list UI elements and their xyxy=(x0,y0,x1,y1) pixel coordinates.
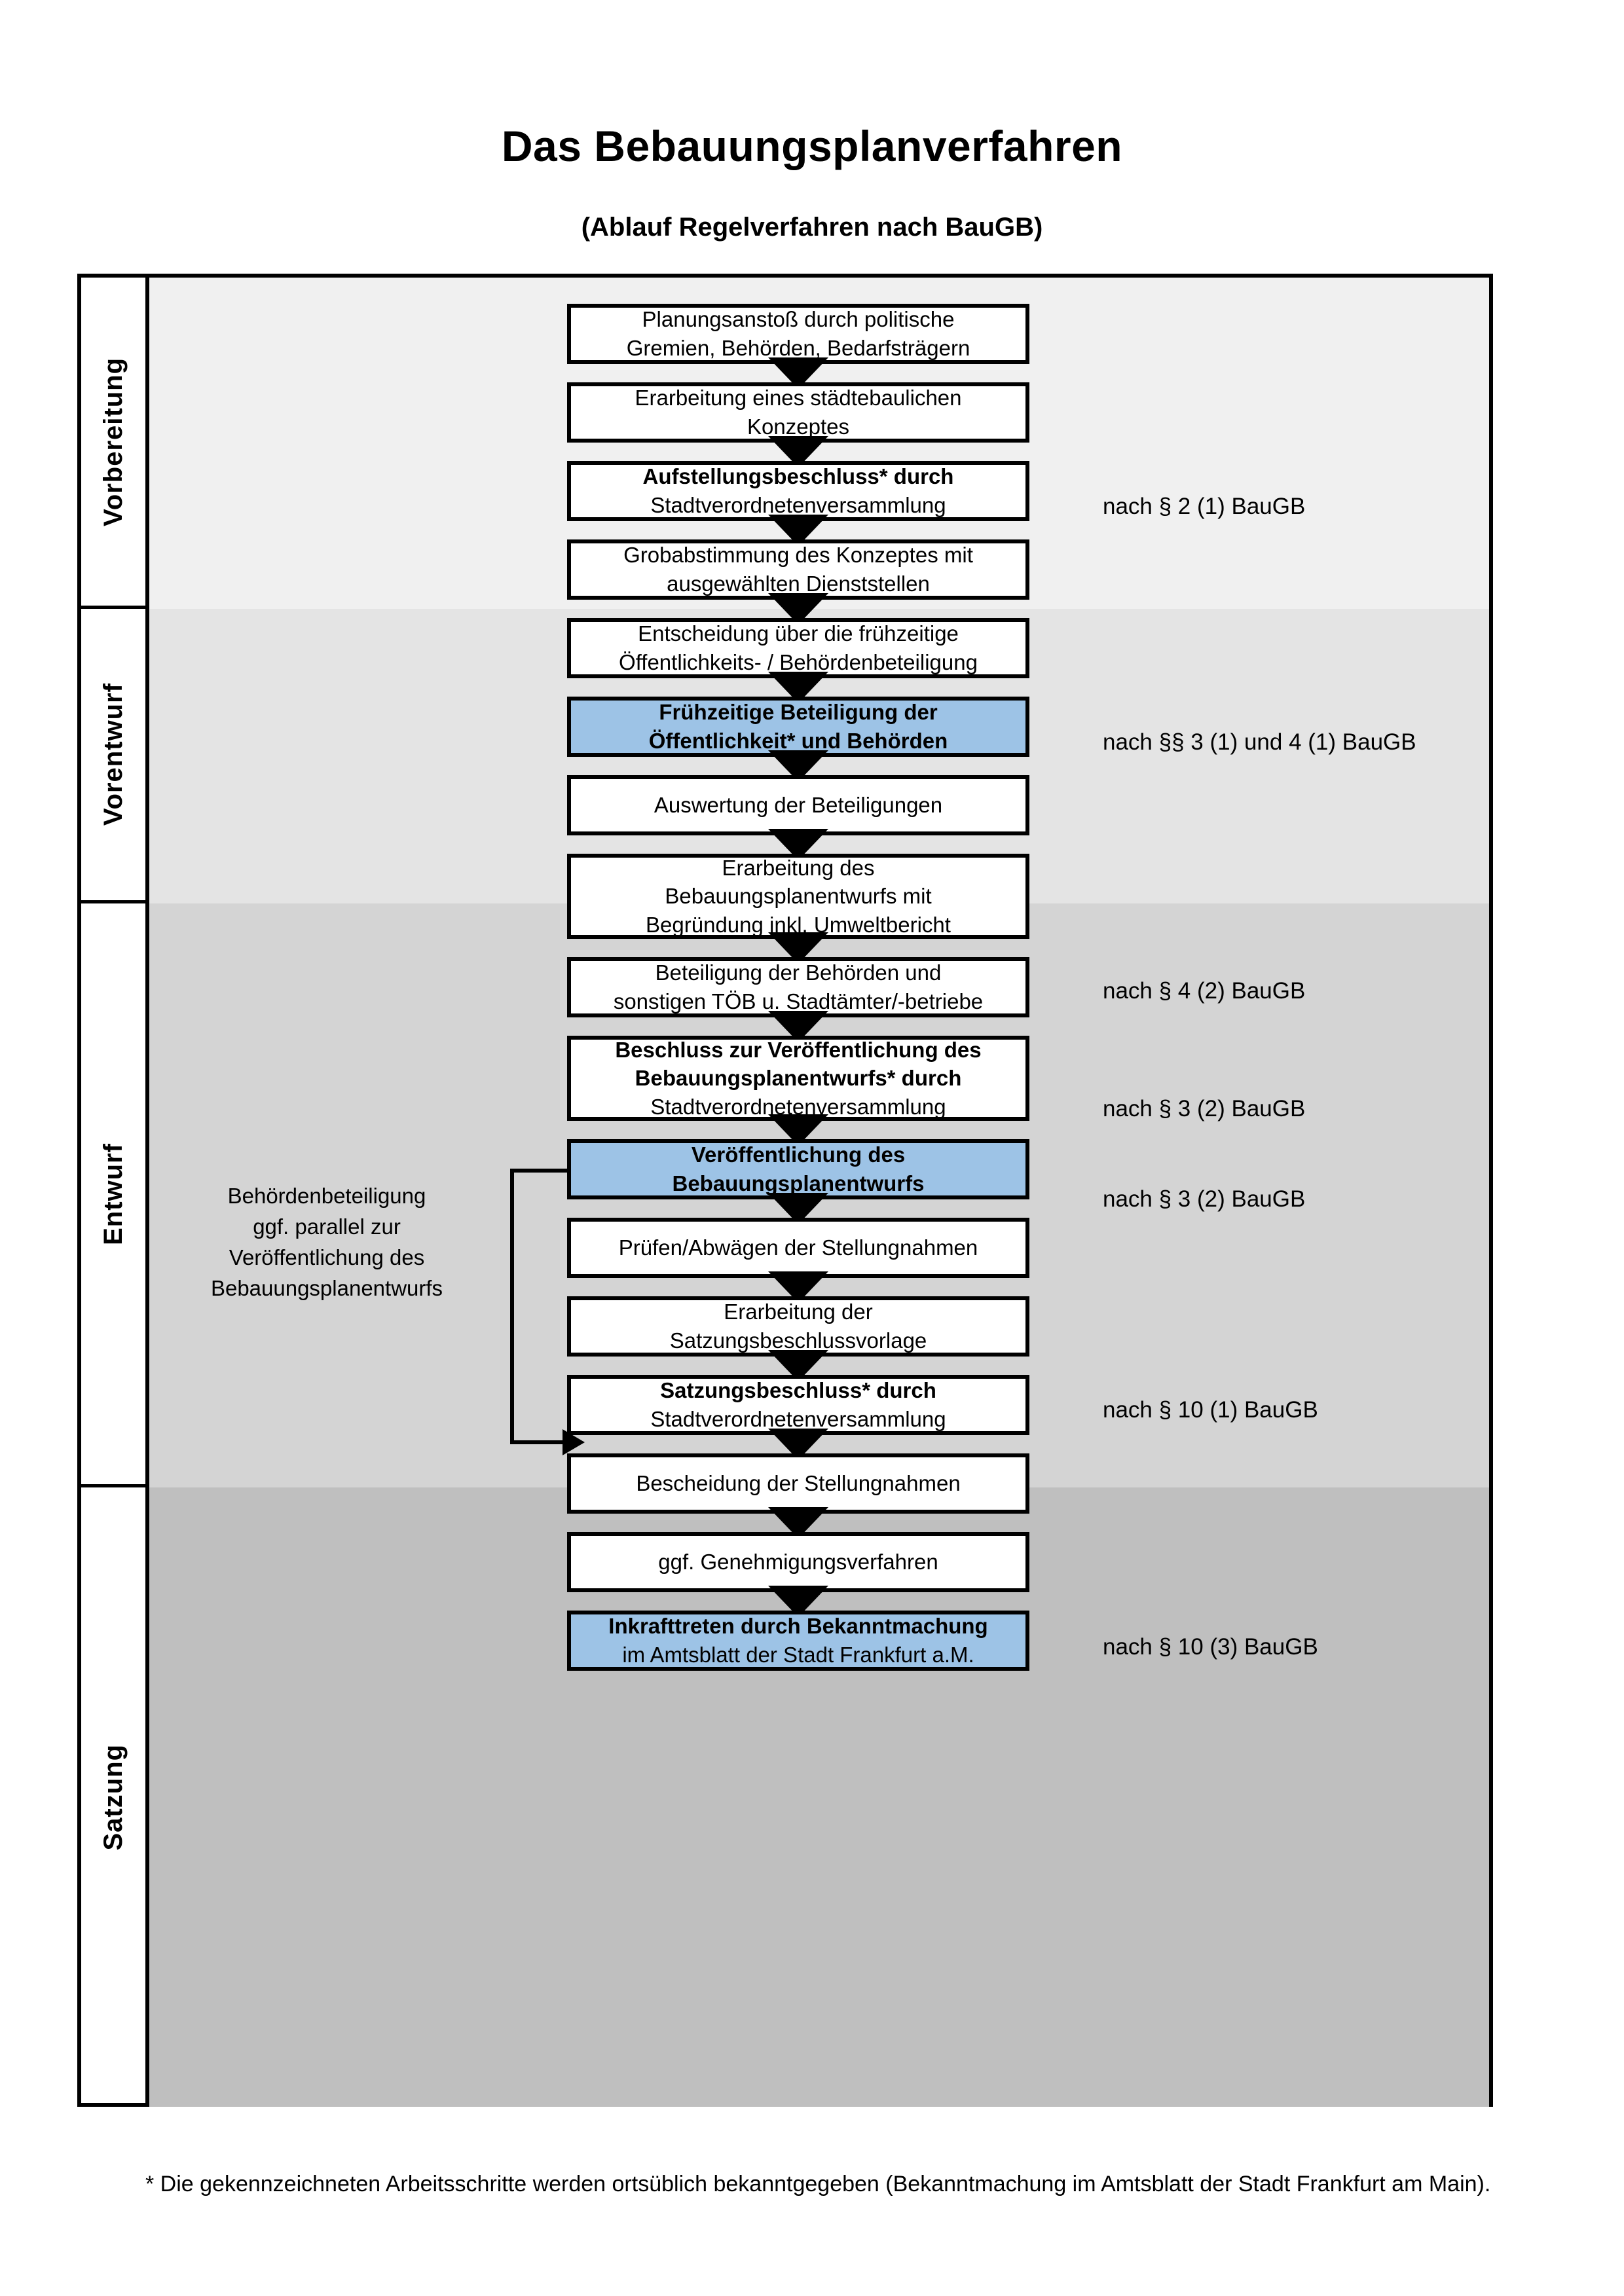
page-title: Das Bebauungsplanverfahren xyxy=(501,122,1123,170)
legal-ref-par3-1-4-1: nach §§ 3 (1) und 4 (1) BauGB xyxy=(1103,729,1416,755)
flow-step-line: Aufstellungsbeschluss* durch xyxy=(643,462,954,491)
footnote-text: * Die gekennzeichneten Arbeitsschritte w… xyxy=(145,2172,1491,2196)
flow-step-line: Satzungsbeschlussvorlage xyxy=(669,1328,927,1353)
phase-label-text: Vorbereitung xyxy=(98,357,128,526)
flow-step-line: Erarbeitung des xyxy=(722,855,875,880)
legal-ref-par3-2-veroeffentlichung: nach § 3 (2) BauGB xyxy=(1103,1186,1306,1212)
flow-step-grobabstimmung[interactable]: Grobabstimmung des Konzeptes mit ausgewä… xyxy=(567,539,1029,600)
legal-ref-par4-2: nach § 4 (2) BauGB xyxy=(1103,978,1306,1004)
flow-step-line: sonstigen TÖB u. Stadtämter/-betriebe xyxy=(613,989,984,1013)
flow-step-line-bold: Bebauungsplanentwurfs* durch xyxy=(635,1066,962,1091)
phase-label-text: Satzung xyxy=(98,1743,128,1851)
flow-step-line: Bebauungsplanentwurfs* durch xyxy=(635,1064,962,1093)
flow-step-line: Entscheidung über die frühzeitige xyxy=(638,621,959,646)
flow-step-bescheidung-stellungnahmen[interactable]: Bescheidung der Stellungnahmen xyxy=(567,1453,1029,1514)
flow-step-fruehzeitige-beteiligung[interactable]: Frühzeitige Beteiligung der Öffentlichke… xyxy=(567,697,1029,757)
flow-step-line-bold: Frühzeitige Beteiligung der xyxy=(659,700,938,725)
flow-step-line: Prüfen/Abwägen der Stellungnahmen xyxy=(618,1235,978,1260)
flow-step-aufstellungsbeschluss[interactable]: Aufstellungsbeschluss* durch Stadtverord… xyxy=(567,461,1029,521)
flow-step-line: im Amtsblatt der Stadt Frankfurt a.M. xyxy=(622,1643,974,1667)
phase-label-text: Entwurf xyxy=(98,1142,128,1245)
flow-step-line: Beschluss zur Veröffentlichung des xyxy=(615,1036,981,1065)
flow-step-line: Stadtverordnetenversammlung xyxy=(650,493,946,517)
legal-ref-par10-1: nach § 10 (1) BauGB xyxy=(1103,1397,1318,1423)
flow-step-line: Bescheidung der Stellungnahmen xyxy=(636,1471,961,1496)
flow-step-line: Öffentlichkeit* und Behörden xyxy=(649,727,948,756)
flow-step-staedtebauliches-konzept[interactable]: Erarbeitung eines städtebaulichen Konzep… xyxy=(567,382,1029,443)
flow-step-line: Grobabstimmung des Konzeptes mit xyxy=(623,543,973,568)
legal-ref-par2-1: nach § 2 (1) BauGB xyxy=(1103,494,1306,519)
phase-label-entwurf: Entwurf xyxy=(81,903,145,1487)
side-note-line: Veröffentlichung des xyxy=(229,1245,425,1269)
flow-step-line: Planungsanstoß durch politische xyxy=(642,307,955,332)
flow-step-satzungsbeschluss[interactable]: Satzungsbeschluss* durch Stadtverordnete… xyxy=(567,1375,1029,1435)
flow-step-beschluss-veroeffentlichung[interactable]: Beschluss zur Veröffentlichung des Bebau… xyxy=(567,1036,1029,1121)
side-note-line: Bebauungsplanentwurfs xyxy=(210,1275,443,1300)
flow-step-planungsanstoss[interactable]: Planungsanstoß durch politische Gremien,… xyxy=(567,304,1029,364)
flow-step-line-bold: Satzungsbeschluss* durch xyxy=(660,1378,936,1403)
flow-step-line: Bebauungsplanentwurfs xyxy=(672,1169,924,1198)
flow-step-veroeffentlichung-entwurf[interactable]: Veröffentlichung des Bebauungsplanentwur… xyxy=(567,1139,1029,1199)
bracket-connector-vertical xyxy=(510,1169,514,1444)
flow-step-line: Öffentlichkeits- / Behördenbeteiligung xyxy=(619,650,978,674)
flow-step-line: Auswertung der Beteiligungen xyxy=(654,793,943,818)
flow-step-line: Gremien, Behörden, Bedarfsträgern xyxy=(626,336,970,360)
flow-step-line: Erarbeitung der xyxy=(724,1300,873,1324)
side-note-behoerdenbeteiligung: Behördenbeteiligung ggf. parallel zur Ve… xyxy=(173,1181,481,1303)
flow-step-auswertung-beteiligungen[interactable]: Auswertung der Beteiligungen xyxy=(567,775,1029,835)
side-note-line: Behördenbeteiligung xyxy=(227,1184,426,1208)
flow-step-pruefen-abwaegen[interactable]: Prüfen/Abwägen der Stellungnahmen xyxy=(567,1218,1029,1278)
flow-step-entscheidung-beteiligung[interactable]: Entscheidung über die frühzeitige Öffent… xyxy=(567,618,1029,678)
side-note-line: ggf. parallel zur xyxy=(253,1214,401,1239)
phase-label-vorentwurf: Vorentwurf xyxy=(81,609,145,903)
flow-step-line: ggf. Genehmigungsverfahren xyxy=(658,1550,938,1575)
flow-step-line: Frühzeitige Beteiligung der xyxy=(659,698,937,727)
flow-step-line-bold: Inkrafttreten durch Bekanntmachung xyxy=(608,1614,988,1639)
flow-step-line: ausgewählten Dienststellen xyxy=(667,572,930,596)
page-subtitle: (Ablauf Regelverfahren nach BauGB) xyxy=(581,213,1043,242)
flow-step-line-bold: Öffentlichkeit* und Behörden xyxy=(648,729,948,753)
legal-ref-par10-3: nach § 10 (3) BauGB xyxy=(1103,1634,1318,1660)
flow-step-genehmigungsverfahren[interactable]: ggf. Genehmigungsverfahren xyxy=(567,1532,1029,1592)
flow-step-line: Inkrafttreten durch Bekanntmachung xyxy=(608,1612,987,1641)
flow-step-line-bold: Aufstellungsbeschluss* durch xyxy=(642,464,954,489)
flow-step-line: Satzungsbeschluss* durch xyxy=(660,1376,936,1405)
flow-step-line: Erarbeitung eines städtebaulichen xyxy=(635,386,962,410)
flow-step-erarbeitung-bebauungsplanentwurf[interactable]: Erarbeitung des Bebauungsplanentwurfs mi… xyxy=(567,854,1029,939)
flow-step-line: Veröffentlichung des xyxy=(692,1140,905,1169)
flow-step-line-bold: Veröffentlichung des xyxy=(691,1142,906,1167)
bracket-connector-top xyxy=(510,1169,569,1173)
phase-label-satzung: Satzung xyxy=(81,1487,145,2107)
phase-label-column: Vorbereitung Vorentwurf Entwurf Satzung xyxy=(81,278,149,2103)
flow-step-line-bold: Beschluss zur Veröffentlichung des xyxy=(615,1037,982,1062)
flow-step-line-bold: Bebauungsplanentwurfs xyxy=(672,1171,925,1195)
flow-step-inkrafttreten[interactable]: Inkrafttreten durch Bekanntmachung im Am… xyxy=(567,1611,1029,1671)
phase-label-vorbereitung: Vorbereitung xyxy=(81,278,145,609)
bracket-connector-bottom xyxy=(510,1440,563,1444)
flow-step-erarbeitung-satzungsbeschlussvorlage[interactable]: Erarbeitung der Satzungsbeschlussvorlage xyxy=(567,1296,1029,1357)
process-flow-diagram: Vorbereitung Vorentwurf Entwurf Satzung … xyxy=(77,274,1493,2107)
flow-step-line: Bebauungsplanentwurfs mit xyxy=(665,884,932,909)
phase-label-text: Vorentwurf xyxy=(98,683,128,826)
flow-step-beteiligung-behoerden-toeb[interactable]: Beteiligung der Behörden und sonstigen T… xyxy=(567,957,1029,1017)
flow-step-line: Stadtverordnetenversammlung xyxy=(650,1407,946,1431)
legal-ref-par3-2-beschluss: nach § 3 (2) BauGB xyxy=(1103,1096,1306,1121)
flow-step-line: Konzeptes xyxy=(747,414,849,439)
flow-step-line: Beteiligung der Behörden und xyxy=(655,960,942,985)
